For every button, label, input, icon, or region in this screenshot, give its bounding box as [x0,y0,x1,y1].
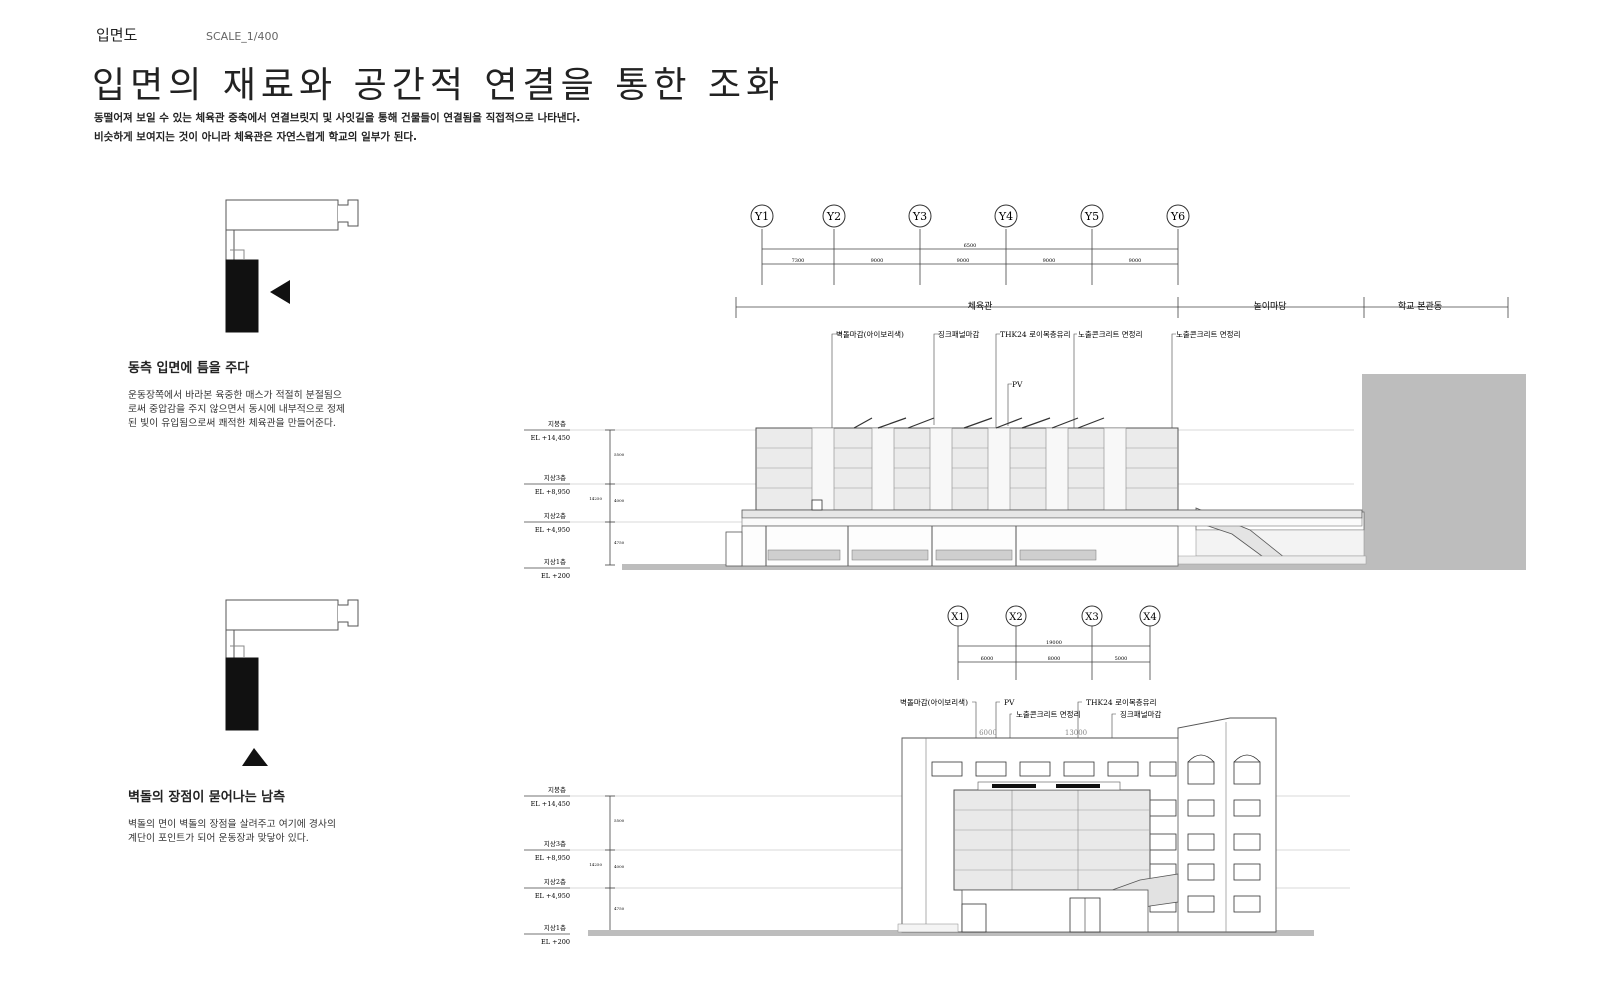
grid-label-x3: X3 [1085,612,1098,623]
south-elevation-building [588,717,1314,936]
section-label: 입면도 [96,26,138,44]
south-total-height: 14250 [589,862,602,867]
zone-label-gym: 체육관 [968,301,993,312]
grid-bubble-y1 [750,204,774,228]
east-level-3f: 지상3층 [544,473,566,482]
east-el-1f: EL +200 [541,572,570,580]
grid-label-y6: Y6 [1170,210,1185,223]
existing-building-windows [931,761,1261,913]
grid-label-x2: X2 [1009,612,1022,623]
grid-label-x4: X4 [1143,612,1156,623]
east-el-2f: EL +4,950 [535,526,570,534]
grid-label-y1: Y1 [754,210,769,223]
view-arrow-east [270,280,290,304]
east-height-dim-2: 4000 [614,498,625,503]
zone-label-playground: 놀이마당 [1253,301,1286,312]
east-height-dim-1: 5500 [614,452,625,457]
pv-panels-south-2 [1056,784,1100,788]
south-dim-1: 6000 [981,656,994,662]
south-level-roof: 지붕층 [548,785,566,794]
east-elevation-building [622,374,1526,570]
grid-bubble-y3 [908,204,932,228]
east-dim-5: 9000 [1129,258,1142,264]
grid-bubble-y2 [822,204,846,228]
east-note-pv: PV [1012,380,1023,389]
south-elevation-text: 벽돌의 면이 벽돌의 장점을 살려주고 여기에 경사의 계단이 포인트가 되어 … [128,819,336,844]
east-note-zinc: 징크패널마감 [938,329,979,339]
south-note-zinc: 징크패널마감 [1120,709,1161,719]
view-arrow-south [242,748,268,766]
east-dimension-lines [735,229,1509,318]
lead-text-2: 비슷하게 보여지는 것이 아니라 체육관은 자연스럽게 학교의 일부가 된다. [94,131,418,143]
east-note-glass: THK24 로이복층유리 [1000,329,1070,339]
south-height-dim-3: 4750 [614,906,625,911]
east-level-1f: 지상1층 [544,557,566,566]
south-el-roof: EL +14,450 [531,800,570,808]
zone-label-main-building: 학교 본관동 [1398,301,1442,312]
south-el-1f: EL +200 [541,938,570,946]
east-overall-dim: 6500 [964,243,977,249]
south-el-3f: EL +8,950 [535,854,570,862]
south-height-dim-2: 4000 [614,864,625,869]
east-note-concrete-2: 노출콘크리트 면정리 [1176,329,1240,339]
grid-label-y5: Y5 [1084,210,1099,223]
south-level-2f: 지상2층 [544,877,566,886]
east-el-roof: EL +14,450 [531,434,570,442]
east-el-3f: EL +8,950 [535,488,570,496]
east-note-concrete-1: 노출콘크리트 면정리 [1078,329,1142,339]
south-building-dim-2: 13000 [1065,729,1087,737]
south-level-3f: 지상3층 [544,839,566,848]
south-height-dim-1: 5500 [614,818,625,823]
pv-panels-east [853,417,1105,429]
south-note-concrete: 노출콘크리트 면정리 [1016,709,1080,719]
south-overall-dim: 19000 [1046,640,1062,646]
grid-bubble-y5 [1080,204,1104,228]
pv-panels-south-1 [992,784,1036,788]
south-dim-3: 5000 [1115,656,1128,662]
lead-text-1: 동떨어져 보일 수 있는 체육관 중축에서 연결브릿지 및 사잇길을 통해 건물… [94,112,581,124]
grid-bubble-y6 [1166,204,1190,228]
east-dim-4: 9000 [1043,258,1056,264]
south-dim-2: 8000 [1048,656,1061,662]
key-plan-east [225,199,359,333]
south-building-dim-1: 6000 [979,729,997,737]
south-elevation-title: 벽돌의 장점이 묻어나는 남측 [128,790,286,805]
grid-label-y3: Y3 [912,210,927,223]
east-note-brick: 벽돌마감(아이보리색) [836,329,904,339]
east-level-roof: 지붕층 [548,419,566,428]
grid-bubble-y4 [994,204,1018,228]
south-dimension-lines [957,626,1151,680]
south-el-2f: EL +4,950 [535,892,570,900]
east-dim-2: 9000 [871,258,884,264]
south-note-pv: PV [1004,698,1015,707]
east-elevation-text: 운동장쪽에서 바라본 육중한 매스가 적절히 분절됨으로써 중압감을 주지 않으… [128,390,345,429]
grid-label-y2: Y2 [826,210,841,223]
east-dim-1: 7300 [792,258,805,264]
key-plan-south [225,599,359,731]
page-title: 입면의 재료와 공간적 연결을 통한 조화 [92,65,785,106]
scale-label: SCALE_1/400 [206,30,279,43]
east-grid-bubbles: Y1 Y2 Y3 Y4 Y5 Y6 [750,204,1190,228]
east-elevation-title: 동측 입면에 틈을 주다 [128,361,250,376]
east-dim-3: 9000 [957,258,970,264]
east-total-height: 14250 [589,496,602,501]
south-grid-bubbles: X1 X2 X3 X4 [947,605,1161,627]
grid-label-y4: Y4 [998,210,1013,223]
south-level-1f: 지상1층 [544,923,566,932]
east-height-dim-3: 4750 [614,540,625,545]
east-level-2f: 지상2층 [544,511,566,520]
grid-label-x1: X1 [951,612,964,623]
south-note-glass: THK24 로이복층유리 [1086,697,1156,707]
south-note-brick: 벽돌마감(아이보리색) [900,697,968,707]
